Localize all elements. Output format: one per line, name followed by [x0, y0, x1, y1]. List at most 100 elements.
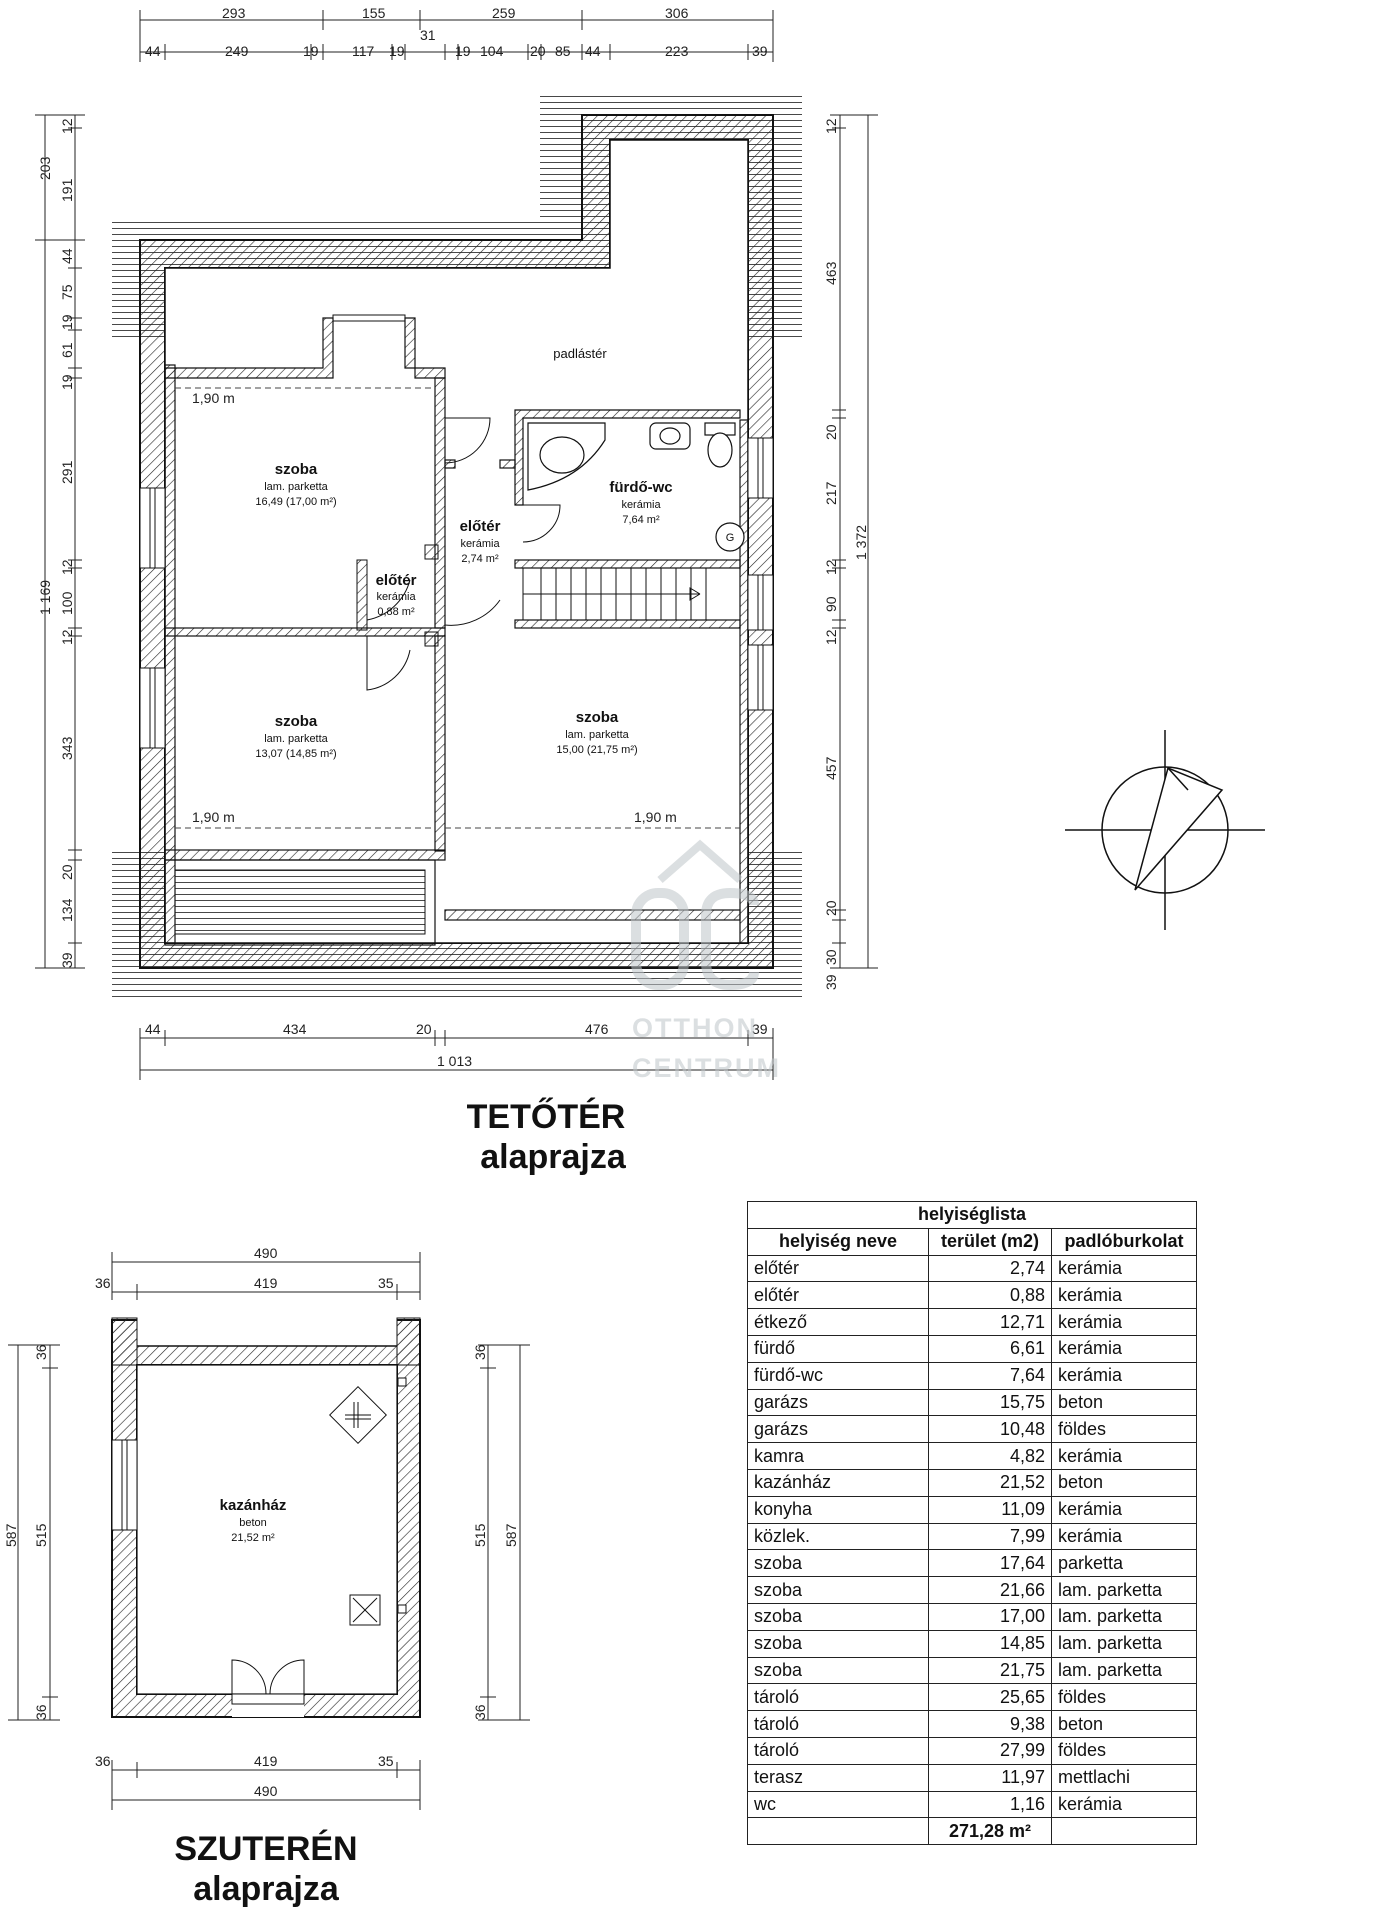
- floor-cell: parketta: [1051, 1549, 1197, 1578]
- room-label-eloter-1: előtér kerámia 2,74 m²: [460, 518, 501, 565]
- height-label-1: 1,90 m: [192, 390, 235, 406]
- attic-plan: G 1,90 m 1,90 m 1,90 m padlástér szoba l…: [35, 5, 1265, 1176]
- ventilation-icons: [329, 1377, 407, 1626]
- floor-cell: földes: [1051, 1736, 1197, 1765]
- height-label-2: 1,90 m: [192, 809, 235, 825]
- floor-cell: kerámia: [1051, 1442, 1197, 1470]
- left-sub-dim-5: 19: [59, 314, 75, 330]
- room-list-table: helyiséglista helyiség neve terület (m2)…: [747, 1201, 1197, 1846]
- door-swings: [366, 417, 561, 691]
- svg-text:szoba: szoba: [275, 713, 318, 730]
- top-sub-dim-6: 31: [420, 27, 436, 43]
- room-name-cell: fürdő: [747, 1334, 929, 1363]
- right-sub-dim-11: 39: [823, 974, 839, 990]
- left-sub-dim-4: 75: [59, 284, 75, 300]
- basement-title-line2: alaprajza: [193, 1870, 340, 1908]
- room-label-furdo-wc: fürdő-wc kerámia 7,64 m²: [609, 479, 672, 526]
- left-sub-dim-8: 291: [59, 460, 75, 484]
- watermark-logo: OTTHON CENTRUM: [631, 839, 779, 1083]
- svg-text:kerámia: kerámia: [376, 591, 416, 603]
- bottom-dim-5: 39: [752, 1021, 768, 1037]
- basement-top-part-1: 36: [95, 1275, 111, 1291]
- bathroom-fixtures: [527, 422, 745, 552]
- top-sub-dim-9: 20: [530, 43, 546, 59]
- top-dim-4: 306: [665, 5, 689, 21]
- area-cell: 11,97: [928, 1763, 1052, 1792]
- top-sub-dim-2: 249: [225, 43, 249, 59]
- top-sub-dim-13: 39: [752, 43, 768, 59]
- svg-text:előtér: előtér: [460, 518, 501, 535]
- floor-cell: kerámia: [1051, 1361, 1197, 1390]
- basement-left-inner-1: 36: [33, 1344, 49, 1360]
- top-dim-1: 293: [222, 5, 246, 21]
- top-sub-dim-12: 223: [665, 43, 689, 59]
- room-name-cell: kamra: [747, 1442, 929, 1470]
- svg-text:kerámia: kerámia: [460, 538, 500, 550]
- floor-cell: kerámia: [1051, 1522, 1197, 1551]
- svg-text:fürdő-wc: fürdő-wc: [609, 479, 672, 496]
- top-sub-dim-5: 19: [389, 43, 405, 59]
- floor-cell: kerámia: [1051, 1334, 1197, 1363]
- top-sub-dim-4: 117: [352, 43, 375, 59]
- area-cell: 25,65: [928, 1683, 1052, 1712]
- svg-text:szoba: szoba: [576, 709, 619, 726]
- room-name-cell: terasz: [747, 1763, 929, 1792]
- attic-space-label: padlástér: [553, 346, 607, 361]
- height-label-3: 1,90 m: [634, 809, 677, 825]
- attic-title-line2: alaprajza: [480, 1138, 627, 1176]
- area-cell: 7,64: [928, 1361, 1052, 1390]
- room-name-cell: szoba: [747, 1656, 929, 1685]
- room-name-cell: tároló: [747, 1736, 929, 1765]
- svg-text:0,88 m²: 0,88 m²: [377, 606, 415, 618]
- room-name-cell: fürdő-wc: [747, 1361, 929, 1390]
- floor-cell: kerámia: [1051, 1495, 1197, 1524]
- area-cell: 11,09: [928, 1495, 1052, 1524]
- svg-text:lam. parketta: lam. parketta: [565, 729, 629, 741]
- bottom-dim-total: 1 013: [437, 1053, 472, 1069]
- right-sub-dim-1: 12: [823, 118, 839, 134]
- floor-cell: kerámia: [1051, 1308, 1197, 1336]
- right-sub-dim-10: 30: [823, 949, 839, 965]
- basement-right-inner-2: 515: [472, 1523, 488, 1547]
- room-name-cell: tároló: [747, 1683, 929, 1712]
- left-dim-1: 203: [37, 156, 53, 180]
- floor-cell: beton: [1051, 1468, 1197, 1497]
- area-cell: 10,48: [928, 1415, 1052, 1444]
- left-sub-dim-15: 39: [59, 952, 75, 968]
- floor-cell: kerámia: [1051, 1254, 1197, 1283]
- svg-text:lam. parketta: lam. parketta: [264, 481, 328, 493]
- area-cell: 14,85: [928, 1629, 1052, 1658]
- area-cell: 9,38: [928, 1710, 1052, 1738]
- left-sub-dim-6: 61: [59, 342, 75, 358]
- left-sub-dim-9: 12: [59, 559, 75, 575]
- room-name-cell: szoba: [747, 1549, 929, 1578]
- staircase: [522, 567, 741, 621]
- room-name-cell: étkező: [747, 1308, 929, 1336]
- basement-top-part-2: 419: [254, 1275, 278, 1291]
- basement-right-outer: 587: [503, 1523, 519, 1547]
- right-sub-dim-6: 90: [823, 596, 839, 612]
- floor-cell: lam. parketta: [1051, 1602, 1197, 1631]
- north-arrow-icon: [1065, 730, 1265, 930]
- left-sub-dim-12: 343: [59, 736, 75, 760]
- room-list-caption: helyiséglista: [747, 1201, 1197, 1229]
- left-sub-dim-11: 12: [59, 629, 75, 645]
- basement-top-part-3: 35: [378, 1275, 394, 1291]
- svg-text:szoba: szoba: [275, 461, 318, 478]
- area-cell: 4,82: [928, 1442, 1052, 1470]
- left-dim-2: 1 169: [37, 580, 53, 615]
- room-name-cell: előtér: [747, 1281, 929, 1310]
- room-label-kazanhaz: kazánház beton 21,52 m²: [220, 1497, 287, 1544]
- room-name-cell: előtér: [747, 1254, 929, 1283]
